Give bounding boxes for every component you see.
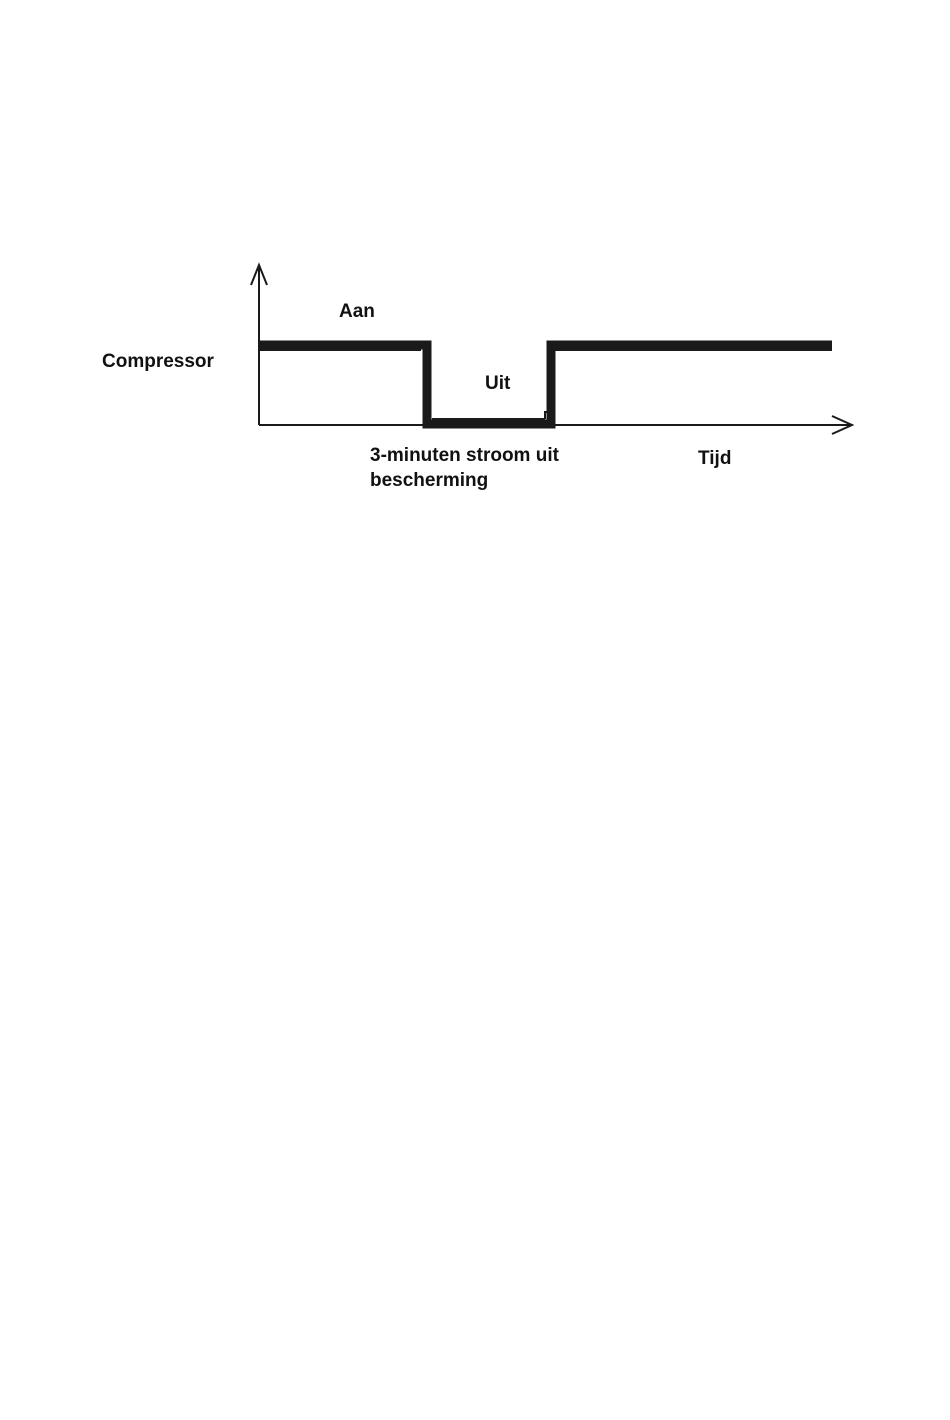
protection-label-line-2: bescherming [370, 470, 488, 491]
y-axis-label: Compressor [102, 351, 215, 372]
on-state-label: Aan [339, 301, 375, 322]
protection-label-line-1: 3-minuten stroom uit [370, 445, 560, 466]
off-state-label: Uit [485, 373, 511, 394]
x-axis-label: Tijd [698, 448, 731, 469]
